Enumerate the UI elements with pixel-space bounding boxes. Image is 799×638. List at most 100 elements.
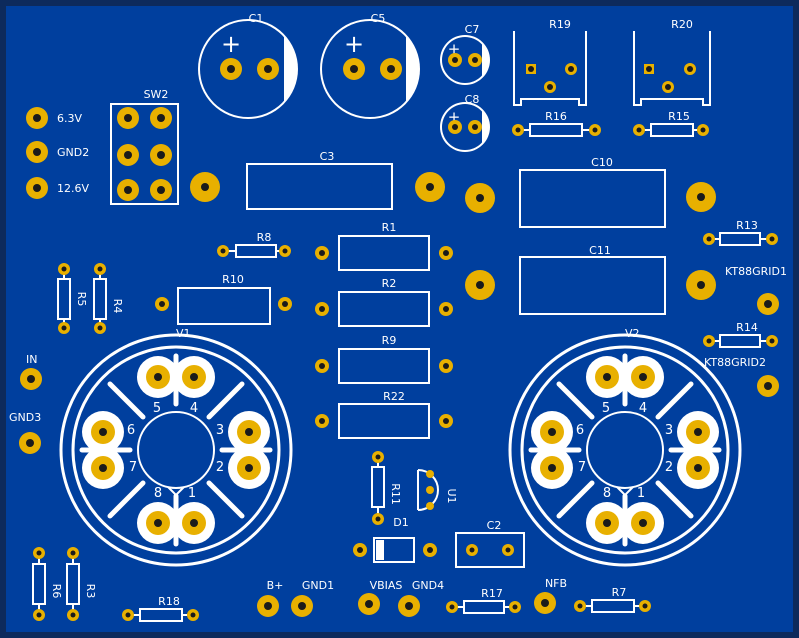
pad-vbias: VBIAS: [358, 579, 402, 615]
capacitor-c10: C10: [465, 156, 716, 228]
gnd2-label: GND2: [57, 146, 89, 159]
c5-label: C5: [371, 12, 386, 25]
svg-text:7: 7: [129, 460, 137, 475]
resistor-r22: R22: [315, 390, 453, 439]
svg-text:6: 6: [576, 423, 584, 438]
pad-gnd1: GND1: [291, 579, 334, 617]
r1-label: R1: [382, 221, 397, 234]
svg-text:1: 1: [637, 486, 645, 501]
capacitor-c5: + C5: [320, 12, 420, 119]
trimmer-r19: R19: [513, 18, 587, 106]
r3-label: R3: [84, 584, 97, 599]
v1-label: V1: [176, 327, 191, 340]
r13-label: R13: [736, 219, 758, 232]
resistor-r17: R17: [446, 587, 521, 614]
capacitor-c1: + C1: [198, 12, 298, 119]
r18-label: R18: [158, 595, 180, 608]
resistor-r3: R3: [66, 547, 97, 621]
tube-socket-v1: V1 1 2 3 4 5 6 7 8: [61, 327, 291, 565]
resistor-r10: R10: [155, 273, 292, 325]
resistor-r14: R14: [703, 321, 778, 348]
r14-label: R14: [736, 321, 758, 334]
r7-label: R7: [612, 586, 627, 599]
r11-label: R11: [389, 483, 402, 505]
v126-label: 12.6V: [57, 182, 89, 195]
pad-bplus: B+: [257, 579, 283, 617]
c2-label: C2: [487, 519, 502, 532]
resistor-r7: R7: [574, 586, 651, 613]
svg-text:4: 4: [639, 401, 647, 416]
pad-gnd3: GND3: [9, 411, 41, 454]
vbias-label: VBIAS: [370, 579, 403, 592]
regulator-u1: U1: [417, 469, 458, 511]
svg-text:8: 8: [154, 486, 162, 501]
c10-label: C10: [591, 156, 613, 169]
c1-label: C1: [249, 12, 264, 25]
svg-text:3: 3: [665, 423, 673, 438]
r4-label: R4: [111, 299, 124, 314]
capacitor-c2: C2: [455, 519, 525, 568]
svg-text:7: 7: [578, 460, 586, 475]
resistor-r6: R6: [32, 547, 63, 621]
svg-text:+: +: [344, 30, 364, 58]
pad-gnd4: GND4: [398, 579, 444, 617]
svg-text:2: 2: [216, 460, 224, 475]
r16-label: R16: [545, 110, 567, 123]
c3-label: C3: [320, 150, 335, 163]
svg-text:3: 3: [216, 423, 224, 438]
in-label: IN: [26, 353, 37, 366]
kt88grid1-label: KT88GRID1: [725, 265, 787, 278]
switch-sw2: SW2: [110, 88, 179, 205]
c7-label: C7: [465, 23, 480, 36]
resistor-r1: R1: [315, 221, 453, 271]
diode-d1: D1: [353, 516, 437, 563]
resistor-r2: R2: [315, 277, 453, 327]
r5-label: R5: [75, 292, 88, 307]
pad-nfb: NFB: [534, 577, 567, 614]
gnd1-label: GND1: [302, 579, 334, 592]
c8-label: C8: [465, 93, 480, 106]
svg-text:5: 5: [153, 401, 161, 416]
svg-text:2: 2: [665, 460, 673, 475]
trimmer-r20: R20: [633, 18, 711, 106]
r8-label: R8: [257, 231, 272, 244]
resistor-r18: R18: [122, 595, 199, 622]
svg-text:4: 4: [190, 401, 198, 416]
kt88grid2-label: KT88GRID2: [704, 356, 766, 369]
v63-label: 6.3V: [57, 112, 82, 125]
capacitor-c8: + C8: [440, 93, 490, 152]
svg-text:5: 5: [602, 401, 610, 416]
sw2-label: SW2: [144, 88, 169, 101]
pad-kt88grid2: KT88GRID2: [704, 356, 779, 397]
r10-label: R10: [222, 273, 244, 286]
heater-connectors: 6.3V GND2 12.6V: [26, 107, 89, 199]
pad-kt88grid1: KT88GRID1: [725, 265, 787, 315]
d1-label: D1: [393, 516, 408, 529]
capacitor-c11: C11: [465, 244, 716, 315]
pad-in: IN: [20, 353, 42, 390]
resistor-r15: R15: [633, 110, 709, 137]
resistor-r11: R11: [371, 451, 402, 525]
r20-label: R20: [671, 18, 693, 31]
resistor-r4: R4: [93, 263, 124, 334]
svg-text:8: 8: [603, 486, 611, 501]
v2-label: V2: [625, 327, 640, 340]
svg-text:6: 6: [127, 423, 135, 438]
gnd4-label: GND4: [412, 579, 444, 592]
capacitor-c3: C3: [190, 150, 445, 210]
resistor-r16: R16: [512, 110, 601, 137]
c11-label: C11: [589, 244, 611, 257]
nfb-label: NFB: [545, 577, 567, 590]
svg-text:1: 1: [188, 486, 196, 501]
resistor-r13: R13: [703, 219, 778, 246]
r6-label: R6: [50, 584, 63, 599]
capacitor-c7: + C7: [440, 23, 490, 85]
bplus-label: B+: [267, 579, 284, 592]
r17-label: R17: [481, 587, 503, 600]
r9-label: R9: [382, 334, 397, 347]
r15-label: R15: [668, 110, 690, 123]
svg-text:+: +: [221, 30, 241, 58]
u1-label: U1: [445, 488, 458, 503]
